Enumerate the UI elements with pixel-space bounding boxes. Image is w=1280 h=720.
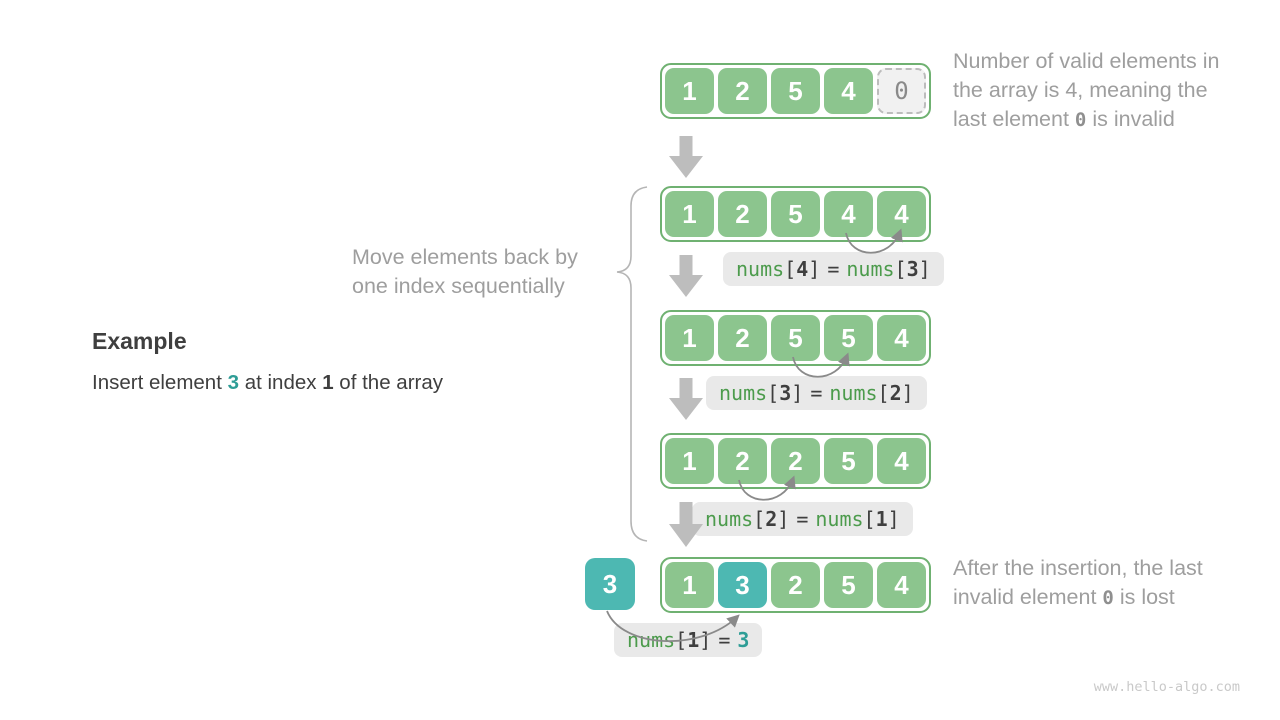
assignment-label-4: nums[1]=3 <box>614 623 763 657</box>
array-cell: 1 <box>665 191 714 237</box>
down-arrow-icon <box>669 136 703 178</box>
array-row-4: 1 2 2 5 4 <box>660 433 931 489</box>
assignment-label-2: nums[3]=nums[2] <box>706 376 927 410</box>
zero-glyph: 0 <box>1074 109 1087 131</box>
index-value-text: 1 <box>322 371 334 394</box>
zero-glyph: 0 <box>1102 587 1114 609</box>
array-cell: 5 <box>771 191 820 237</box>
assignment-label-3: nums[2]=nums[1] <box>692 502 913 536</box>
array-row-3: 1 2 5 5 4 <box>660 310 931 366</box>
array-row-2: 1 2 5 4 4 <box>660 186 931 242</box>
note-after-insertion: After the insertion, the last invalid el… <box>953 556 1203 609</box>
array-cell: 5 <box>771 68 820 114</box>
brace-icon <box>616 186 648 542</box>
array-cell: 4 <box>824 191 873 237</box>
array-cell: 2 <box>718 315 767 361</box>
array-row-1: 1 2 5 4 0 <box>660 63 931 119</box>
array-cell: 4 <box>877 191 926 237</box>
array-cell: 5 <box>824 562 873 608</box>
array-cell: 2 <box>718 191 767 237</box>
array-cell: 4 <box>877 315 926 361</box>
example-title: Example <box>92 328 187 354</box>
example-description: Insert element 3 at index 1 of the array <box>92 371 443 394</box>
array-cell: 2 <box>718 68 767 114</box>
array-cell: 1 <box>665 68 714 114</box>
array-cell: 5 <box>824 438 873 484</box>
down-arrow-icon <box>669 255 703 297</box>
array-cell: 2 <box>771 562 820 608</box>
example-block: Example Insert element 3 at index 1 of t… <box>92 328 443 395</box>
watermark: www.hello-algo.com <box>1093 679 1240 695</box>
array-cell: 2 <box>771 438 820 484</box>
inserted-element-box: 3 <box>585 558 635 610</box>
array-cell: 5 <box>824 315 873 361</box>
move-note: Move elements back by one index sequenti… <box>352 245 578 298</box>
array-cell: 1 <box>665 562 714 608</box>
array-cell-inserted: 3 <box>718 562 767 608</box>
array-row-5: 1 3 2 5 4 <box>660 557 931 613</box>
array-cell-invalid: 0 <box>877 68 926 114</box>
array-cell: 1 <box>665 438 714 484</box>
assignment-label-1: nums[4]=nums[3] <box>723 252 944 286</box>
down-arrow-icon <box>669 378 703 420</box>
array-cell: 4 <box>877 562 926 608</box>
array-cell: 1 <box>665 315 714 361</box>
array-cell: 5 <box>771 315 820 361</box>
note-invalid-element: Number of valid elements in the array is… <box>953 49 1220 131</box>
inserted-value-text: 3 <box>227 371 239 394</box>
array-cell: 4 <box>824 68 873 114</box>
array-cell: 4 <box>877 438 926 484</box>
array-cell: 2 <box>718 438 767 484</box>
